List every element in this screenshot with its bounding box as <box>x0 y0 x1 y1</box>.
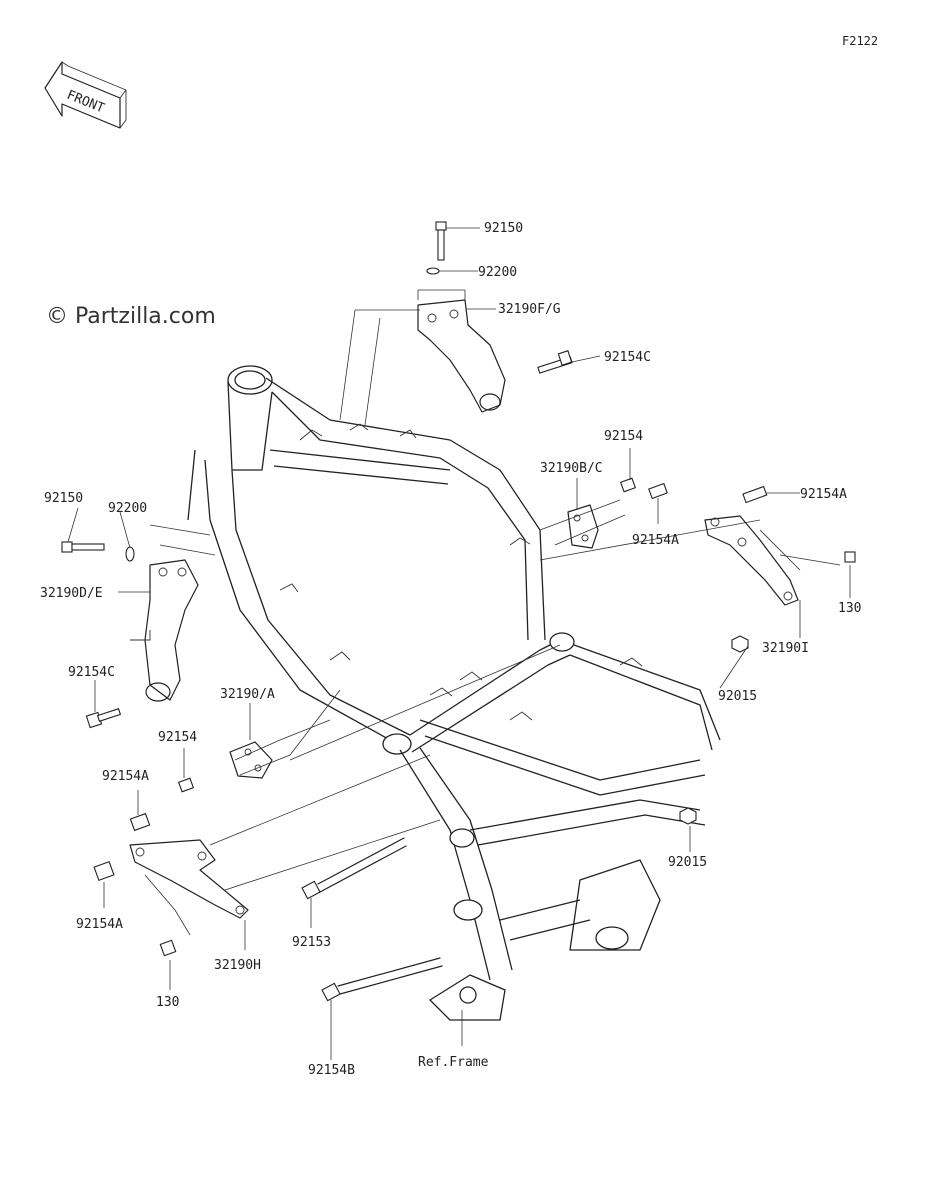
label-92154a-top-right: 92154A <box>800 487 847 502</box>
bracket-32190fg <box>417 299 506 413</box>
bolt-92150-left <box>61 541 105 553</box>
bolt-92154-top <box>619 477 637 493</box>
bolt-92154b <box>321 957 443 1002</box>
label-92153: 92153 <box>292 935 331 950</box>
label-32190fg: 32190F/G <box>498 302 561 317</box>
label-130-left: 130 <box>156 995 179 1010</box>
label-130-right: 130 <box>838 601 861 616</box>
front-arrow-icon: FRONT <box>44 61 127 129</box>
label-32190bc: 32190B/C <box>540 461 603 476</box>
bracket-32190i <box>704 515 799 606</box>
bolt-92154c-left <box>85 708 122 729</box>
label-32190de: 32190D/E <box>40 586 103 601</box>
bolt-130-right <box>844 551 856 563</box>
part-labels: 92150 92200 32190F/G 92154C 92154 32190B… <box>40 221 861 1078</box>
washer-92200-left <box>125 546 135 562</box>
main-frame <box>187 365 721 1021</box>
bolt-92154c-top <box>537 350 573 374</box>
washer-92200-top <box>426 267 440 275</box>
label-92154-top: 92154 <box>604 429 643 444</box>
bolt-92154a-top-right <box>742 485 768 504</box>
figure-number: F2122 <box>842 34 878 48</box>
bolt-92154-left <box>177 777 195 793</box>
front-label: FRONT <box>65 88 107 117</box>
bolt-130-left <box>159 939 177 957</box>
label-32190h: 32190H <box>214 958 261 973</box>
label-32190i: 32190I <box>762 641 809 656</box>
bolt-92150-top <box>435 221 447 261</box>
bracket-32190de <box>130 559 199 702</box>
label-92200-left: 92200 <box>108 501 147 516</box>
bracket-32190a <box>229 741 273 779</box>
label-ref-frame: Ref.Frame <box>418 1055 489 1070</box>
bolt-92153 <box>301 837 407 900</box>
bracket-32190bc <box>567 504 599 549</box>
label-92015-upper: 92015 <box>718 689 757 704</box>
bracket-32190h <box>129 839 249 919</box>
label-92200-top: 92200 <box>478 265 517 280</box>
label-92150-left: 92150 <box>44 491 83 506</box>
label-92154c-top: 92154C <box>604 350 651 365</box>
bolt-92154a-left-upper <box>129 812 151 832</box>
label-92015-lower: 92015 <box>668 855 707 870</box>
label-92154a-top-left: 92154A <box>632 533 679 548</box>
nut-92015-upper <box>731 635 749 653</box>
bolt-92154a-left-lower <box>93 860 115 882</box>
label-92154b: 92154B <box>308 1063 355 1078</box>
bolt-92154a-top-left <box>648 482 668 500</box>
label-92154a-left-upper: 92154A <box>102 769 149 784</box>
label-92150-top: 92150 <box>484 221 523 236</box>
label-92154-left: 92154 <box>158 730 197 745</box>
nut-92015-lower <box>679 807 697 825</box>
label-92154c-left: 92154C <box>68 665 115 680</box>
label-92154a-left-lower: 92154A <box>76 917 123 932</box>
label-32190a: 32190/A <box>220 687 275 702</box>
watermark: © Partzilla.com <box>46 304 216 329</box>
leader-lines <box>67 227 851 1060</box>
